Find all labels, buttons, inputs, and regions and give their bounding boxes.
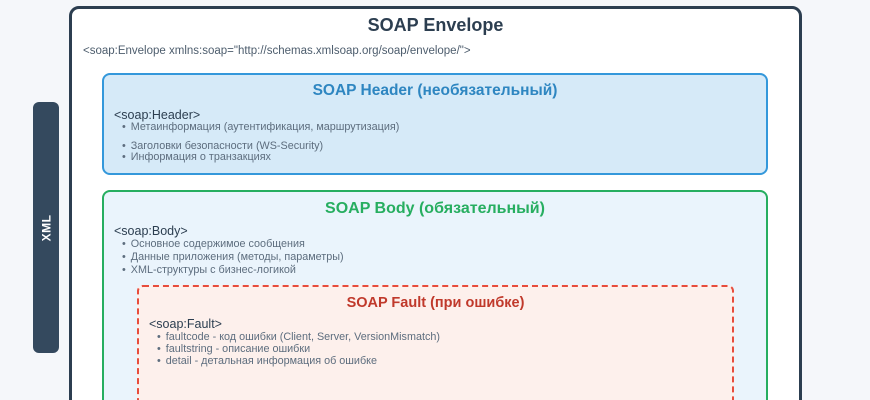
list-item: faultstring - описание ошибки	[157, 343, 732, 355]
soap-envelope-box: SOAP Envelope <soap:Envelope xmlns:soap=…	[69, 6, 802, 400]
list-item: Данные приложения (методы, параметры)	[122, 251, 766, 264]
xml-tab-label: XML	[39, 214, 53, 241]
fault-item-list: faultcode - код ошибки (Client, Server, …	[139, 331, 732, 367]
header-xml-tag: <soap:Header>	[114, 108, 201, 122]
list-item: detail - детальная информация об ошибке	[157, 355, 732, 367]
list-item: Информация о транзакциях	[122, 151, 766, 164]
header-title: SOAP Header (необязательный)	[312, 82, 558, 99]
header-item-list: Метаинформация (аутентификация, маршрути…	[104, 121, 766, 164]
list-item: faultcode - код ошибки (Client, Server, …	[157, 331, 732, 343]
list-item: Метаинформация (аутентификация, маршрути…	[122, 121, 766, 134]
soap-fault-box: SOAP Fault (при ошибке) <soap:Fault> fau…	[137, 285, 734, 400]
fault-title: SOAP Fault (при ошибке)	[346, 295, 525, 311]
soap-body-box: SOAP Body (обязательный) <soap:Body> Осн…	[102, 190, 768, 400]
xml-side-tab: XML	[33, 102, 59, 353]
envelope-xml-tag: <soap:Envelope xmlns:soap="http://schema…	[83, 45, 471, 57]
body-xml-tag: <soap:Body>	[114, 224, 188, 238]
envelope-title: SOAP Envelope	[367, 15, 504, 35]
body-title: SOAP Body (обязательный)	[325, 200, 545, 217]
body-item-list: Основное содержимое сообщенияДанные прил…	[104, 238, 766, 277]
list-item: Заголовки безопасности (WS-Security)	[122, 140, 766, 153]
list-item: XML-структуры с бизнес-логикой	[122, 264, 766, 277]
soap-header-box: SOAP Header (необязательный) <soap:Heade…	[102, 73, 768, 175]
fault-xml-tag: <soap:Fault>	[149, 317, 222, 331]
list-item: Основное содержимое сообщения	[122, 238, 766, 251]
